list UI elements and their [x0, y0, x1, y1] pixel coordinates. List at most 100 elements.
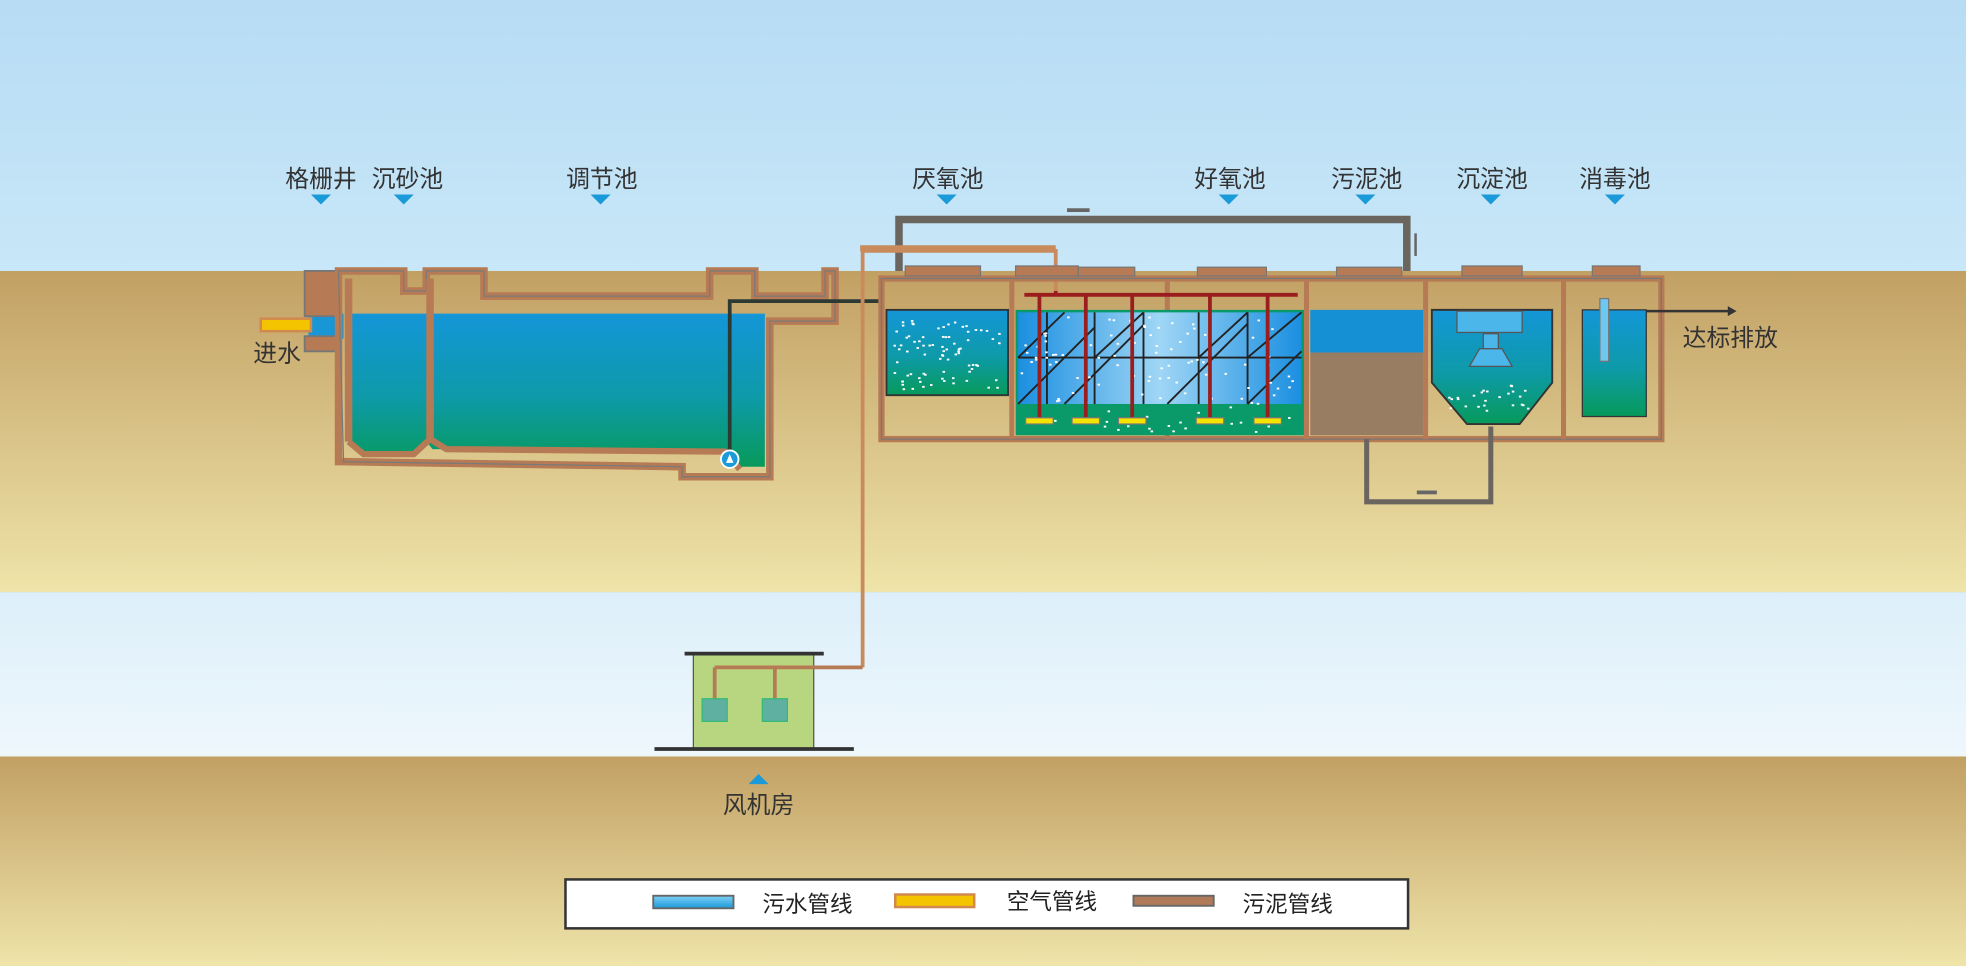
bubble	[897, 348, 901, 351]
legend-swatch-sludge	[1132, 894, 1215, 907]
bubble	[1250, 401, 1254, 404]
bubble	[971, 364, 975, 366]
bubble	[953, 321, 957, 324]
bubble	[1186, 332, 1189, 335]
bubble	[1113, 354, 1116, 357]
bubble	[1291, 380, 1294, 383]
bubble	[942, 350, 945, 353]
legend: 污水管线 空气管线 污泥管线	[564, 878, 1410, 930]
bubble	[922, 344, 925, 347]
bubble	[1287, 375, 1291, 378]
bubble	[1464, 405, 1468, 408]
bubble	[1109, 334, 1113, 337]
bubble	[1251, 336, 1255, 339]
bubble	[1071, 392, 1075, 394]
bubble	[1272, 394, 1276, 397]
bubble	[968, 370, 971, 373]
bubble	[893, 344, 897, 347]
bubble	[1224, 372, 1227, 375]
bubble	[1257, 319, 1261, 322]
label-aerobic-tank: 好氧池	[1194, 165, 1265, 193]
bubble	[1097, 383, 1101, 386]
bubble	[942, 370, 946, 373]
bubble	[1511, 390, 1515, 393]
bubble	[954, 353, 958, 356]
bubble	[1045, 351, 1048, 354]
bubble	[1482, 389, 1485, 392]
bubble	[901, 321, 905, 324]
bubble	[1171, 322, 1174, 325]
bubble	[1055, 361, 1058, 364]
bubble	[1061, 354, 1065, 357]
bubble	[1057, 397, 1060, 400]
bubble	[1043, 332, 1046, 335]
bubble	[1518, 395, 1522, 398]
bubble	[976, 364, 979, 367]
bubble	[1472, 394, 1476, 397]
media-line	[1017, 311, 1066, 359]
bubble	[1108, 318, 1111, 321]
bubble	[979, 329, 983, 332]
sky	[0, 0, 1966, 271]
bubble	[1076, 377, 1079, 379]
bubble	[918, 377, 921, 380]
bubble	[1510, 385, 1514, 388]
pretreatment-tanks	[259, 267, 882, 481]
bubble	[901, 383, 905, 386]
bubble	[1204, 333, 1207, 336]
legend-label-air: 空气管线	[1007, 890, 1097, 916]
blower-icon	[701, 698, 789, 722]
media-line	[1198, 311, 1249, 359]
bubble	[1112, 319, 1116, 322]
bubble	[1117, 428, 1120, 431]
bubble	[974, 329, 978, 331]
bubble	[967, 364, 971, 367]
bubble	[1276, 387, 1280, 390]
bubble	[1179, 341, 1182, 343]
bubble	[987, 386, 990, 389]
media-line	[1017, 326, 1096, 405]
bubble	[1196, 358, 1199, 361]
bubble	[1191, 323, 1195, 326]
bubble	[1145, 415, 1149, 418]
bubble	[1184, 427, 1187, 430]
bubble	[911, 322, 914, 325]
bubble	[1103, 425, 1107, 428]
bubble	[1187, 361, 1190, 364]
bubble	[1244, 363, 1247, 366]
bubble	[970, 368, 974, 370]
underground-band	[0, 592, 1966, 757]
bubble	[938, 357, 942, 360]
bubble	[906, 350, 909, 353]
bubble	[910, 319, 914, 322]
bubble	[1048, 363, 1052, 366]
label-sludge-tank: 污泥池	[1331, 165, 1402, 193]
legend-swatch-sewage	[652, 894, 735, 910]
bubble	[1167, 424, 1171, 427]
bubble	[1484, 399, 1487, 402]
media-line	[1093, 311, 1145, 359]
bubble	[919, 380, 922, 383]
bubble	[1179, 421, 1182, 424]
bubble	[998, 332, 1001, 335]
bubble	[961, 325, 965, 328]
bubble	[945, 348, 948, 351]
bubble	[991, 338, 995, 341]
bubble	[1240, 397, 1244, 400]
label-anoxic-tank: 厌氧池	[912, 165, 983, 193]
bubble	[918, 340, 921, 343]
bubble	[1288, 417, 1291, 419]
bubble	[942, 326, 945, 329]
bubble	[1456, 398, 1460, 401]
bubble	[1229, 406, 1233, 409]
air-diffuser-header	[1024, 291, 1298, 425]
bubble	[922, 372, 926, 375]
bubble	[1183, 392, 1187, 395]
label-grille-well: 格栅井	[285, 165, 356, 193]
bubble	[965, 325, 968, 328]
bubble	[1034, 356, 1038, 359]
diffuser-icon	[1117, 417, 1147, 425]
ground-lower	[0, 756, 1966, 966]
bubble	[907, 335, 911, 338]
inlet-pipe	[259, 317, 313, 333]
